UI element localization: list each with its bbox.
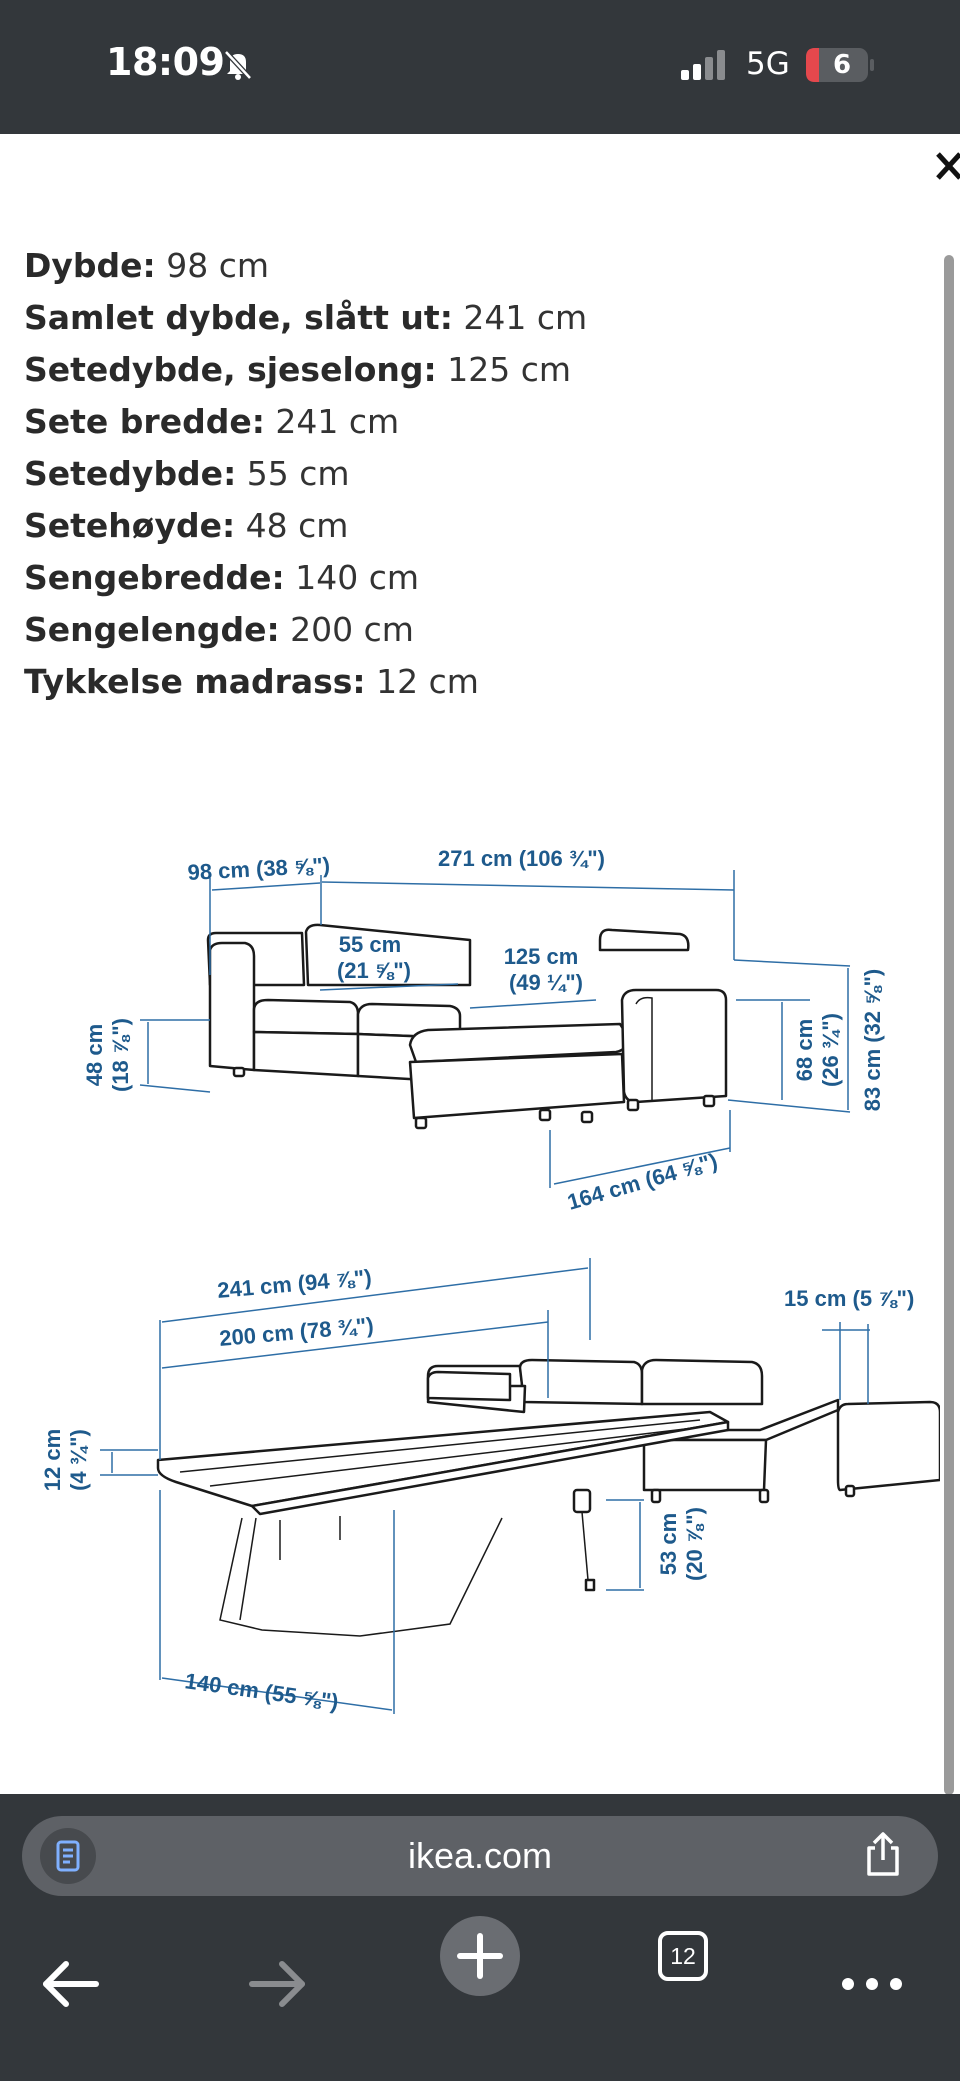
status-bar: 18:09 5G 6 — [0, 0, 960, 134]
spec-value: 241 cm — [452, 298, 588, 337]
signal-icon — [681, 50, 725, 80]
mattress-thickness-cm-label: 12 cm — [40, 1429, 65, 1491]
seat-depth-cm-label: 55 cm — [339, 932, 401, 957]
back-arrow-icon[interactable] — [22, 1934, 122, 2034]
spec-value: 55 cm — [236, 454, 350, 493]
spec-label: Setehøyde: — [24, 506, 236, 545]
mattress-thickness-in-label: (4 ¾") — [66, 1429, 91, 1491]
network-label: 5G — [746, 46, 790, 82]
sofa-dimension-lines — [139, 870, 851, 1188]
spec-row: Sete bredde: 241 cm — [24, 396, 587, 448]
arm-width-label: 15 cm (5 ⅞") — [784, 1286, 914, 1311]
scrollbar[interactable] — [944, 255, 954, 1795]
spec-label: Sengelengde: — [24, 610, 280, 649]
total-height-label: 83 cm (32 ⅝") — [860, 969, 885, 1112]
spec-row: Dybde: 98 cm — [24, 240, 587, 292]
seat-height-cm-label: 48 cm — [82, 1024, 107, 1086]
arm-height-cm-label: 68 cm — [792, 1019, 817, 1081]
sofa-width-label: 271 cm (106 ¾") — [438, 846, 605, 871]
spec-row: Sengelengde: 200 cm — [24, 604, 587, 656]
bed-height-cm-label: 53 cm — [656, 1513, 681, 1575]
spec-label: Setedybde, sjeselong: — [24, 350, 437, 389]
seat-depth-in-label: (21 ⅝") — [337, 958, 411, 983]
dimension-list: Dybde: 98 cm Samlet dybde, slått ut: 241… — [24, 240, 587, 708]
spec-row: Setehøyde: 48 cm — [24, 500, 587, 552]
new-tab-button[interactable] — [440, 1916, 520, 1996]
bed-width-label: 140 cm (55 ⅝") — [183, 1668, 340, 1714]
tabs-button[interactable]: 12 — [658, 1931, 708, 1981]
plus-icon — [457, 1933, 503, 1979]
spec-value: 98 cm — [155, 246, 269, 285]
sofa-bed-illustration — [156, 1358, 940, 1637]
spec-label: Dybde: — [24, 246, 156, 285]
forward-arrow-icon[interactable] — [226, 1934, 326, 2034]
spec-value: 200 cm — [279, 610, 414, 649]
arm-height-in-label: (26 ¾") — [818, 1013, 843, 1087]
spec-label: Samlet dybde, slått ut: — [24, 298, 453, 337]
browser-toolbar: ikea.com 12 — [0, 1794, 960, 2081]
bed-dimension-lines — [100, 1258, 870, 1714]
seat-height-in-label: (18 ⅞") — [108, 1018, 133, 1092]
spec-label: Sete bredde: — [24, 402, 265, 441]
spec-row: Sengebredde: 140 cm — [24, 552, 587, 604]
spec-label: Tykkelse madrass: — [24, 662, 366, 701]
close-icon[interactable] — [932, 146, 960, 186]
share-icon[interactable] — [858, 1830, 908, 1880]
spec-label: Sengebredde: — [24, 558, 285, 597]
spec-value: 12 cm — [365, 662, 479, 701]
dimension-diagram: 98 cm (38 ⅝") 271 cm (106 ¾") 55 cm (21 … — [40, 846, 940, 1714]
spec-value: 140 cm — [284, 558, 420, 597]
sofa-depth-label: 98 cm (38 ⅝") — [187, 853, 331, 885]
spec-row: Setedybde: 55 cm — [24, 448, 587, 500]
battery-level: 6 — [832, 50, 852, 80]
spec-value: 48 cm — [235, 506, 349, 545]
page-menu-icon[interactable] — [40, 1828, 96, 1884]
battery-icon — [806, 48, 874, 82]
spec-row: Setedybde, sjeselong: 125 cm — [24, 344, 587, 396]
spec-row: Tykkelse madrass: 12 cm — [24, 656, 587, 708]
total-length-label: 241 cm (94 ⅞") — [216, 1265, 372, 1303]
url-text[interactable]: ikea.com — [407, 1835, 553, 1876]
chaise-depth-in-label: (49 ¼") — [509, 970, 583, 995]
spec-value: 241 cm — [264, 402, 400, 441]
status-time: 18:09 — [106, 40, 225, 84]
address-bar[interactable]: ikea.com — [22, 1816, 938, 1896]
more-options-icon[interactable] — [822, 1934, 922, 2034]
spec-label: Setedybde: — [24, 454, 237, 493]
chaise-depth-cm-label: 125 cm — [504, 944, 579, 969]
chaise-length-label: 164 cm (64 ⅝") — [564, 1148, 720, 1215]
bed-height-in-label: (20 ⅞") — [682, 1507, 707, 1581]
bell-off-icon — [224, 50, 252, 80]
sofa-illustration — [206, 923, 728, 1130]
spec-value: 125 cm — [436, 350, 572, 389]
spec-row: Samlet dybde, slått ut: 241 cm — [24, 292, 587, 344]
